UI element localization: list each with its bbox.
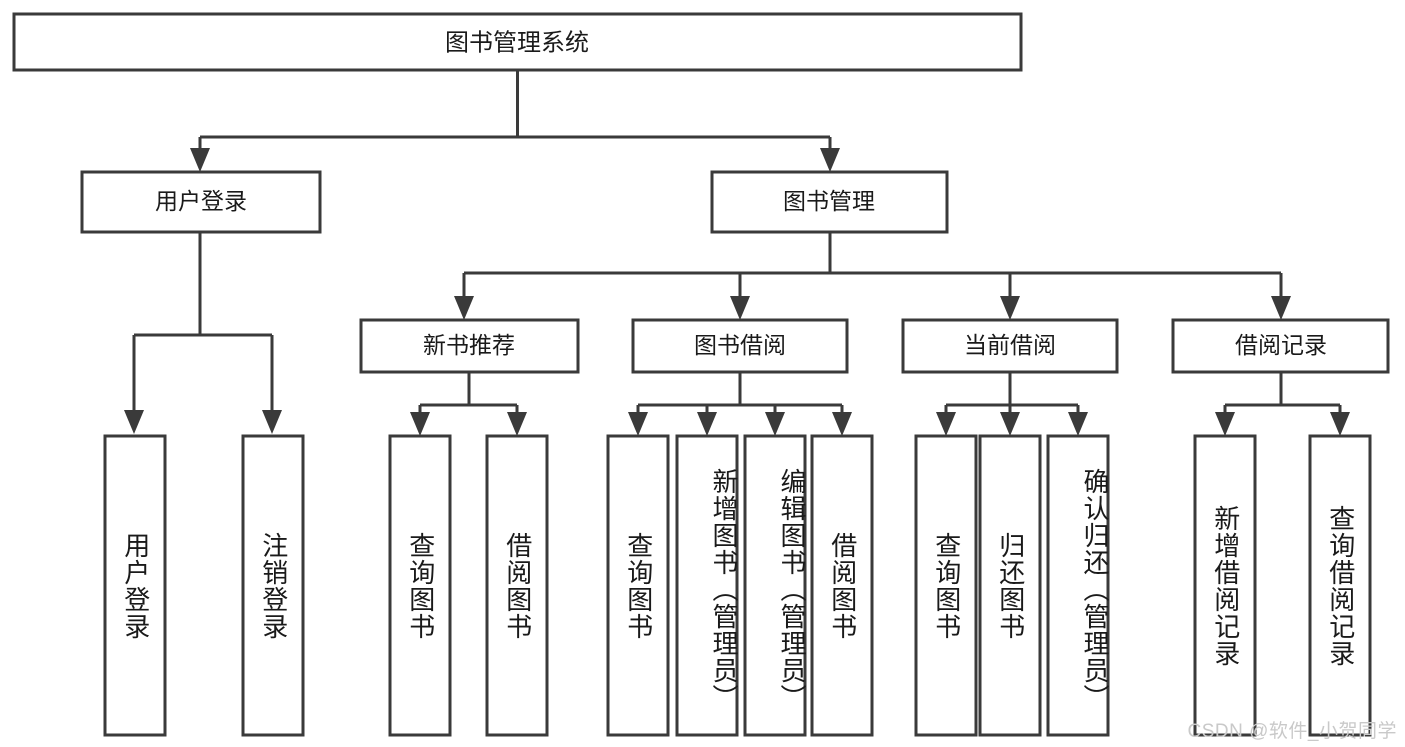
arrow-head-book-mgmt [820,148,840,172]
leaf-box-nb-borrow-book[interactable] [485,434,549,737]
node-book-borrow-box[interactable] [631,318,849,374]
arrow-head-bb-edit [765,412,785,436]
leaf-box-cb-query-book[interactable] [914,434,978,737]
node-current-borrow-box[interactable] [901,318,1119,374]
node-current-borrow[interactable]: 当前借阅 [901,318,1119,374]
arrow-head-borrow-record [1271,296,1291,320]
node-book-management-label: 图书管理 [783,188,875,214]
node-user-login-box[interactable] [80,170,322,234]
leaf-box-cb-return-book[interactable] [978,434,1042,737]
node-book-borrow-label: 图书借阅 [694,332,786,358]
leaf-box-br-add-record[interactable] [1193,434,1257,737]
arrow-head-cur-confirm [1068,412,1088,436]
leaf-box-bb-edit-book[interactable] [743,434,807,737]
node-new-book-recommend-box[interactable] [359,318,580,374]
arrow-head-bb-borrow [832,412,852,436]
arrow-head-newbook-query [410,412,430,436]
node-current-borrow-label: 当前借阅 [964,332,1056,358]
node-borrow-record[interactable]: 借阅记录 [1171,318,1390,374]
node-book-management[interactable]: 图书管理 [710,170,949,234]
arrow-head-newbook-borrow [507,412,527,436]
arrow-head-cur-return [1000,412,1020,436]
node-root[interactable]: 图书管理系统 [12,12,1023,72]
leaf-box-br-query-record[interactable] [1308,434,1372,737]
arrow-head-leaf-logout [262,410,282,434]
node-book-management-box[interactable] [710,170,949,234]
arrow-head-bb-query [628,412,648,436]
node-user-login-label: 用户登录 [155,188,247,214]
node-user-login[interactable]: 用户登录 [80,170,322,234]
arrow-head-bb-add [697,412,717,436]
node-new-book-recommend-label: 新书推荐 [423,332,515,358]
node-root-box[interactable] [12,12,1023,72]
arrow-head-user-login [190,148,210,172]
leaf-box-bb-query-book[interactable] [606,434,670,737]
leaf-box-group [103,434,1372,737]
arrow-head-leaf-user-login [124,410,144,434]
node-borrow-record-box[interactable] [1171,318,1390,374]
arrow-head-new-book-rec [454,296,474,320]
arrow-head-current-borrow [1000,296,1020,320]
leaf-box-cb-confirm-return[interactable] [1046,434,1110,737]
leaf-box-bb-add-book[interactable] [675,434,739,737]
leaf-box-logout[interactable] [241,434,305,737]
node-root-label: 图书管理系统 [445,29,589,56]
leaf-box-bb-borrow-book[interactable] [810,434,874,737]
arrow-head-book-borrow [730,296,750,320]
node-new-book-recommend[interactable]: 新书推荐 [359,318,580,374]
leaf-box-user-login[interactable] [103,434,167,737]
leaf-box-nb-query-book[interactable] [388,434,452,737]
node-book-borrow[interactable]: 图书借阅 [631,318,849,374]
arrow-head-rec-query [1330,412,1350,436]
arrow-head-cur-query [936,412,956,436]
connector-group [124,70,1350,436]
arrow-head-rec-add [1215,412,1235,436]
csdn-watermark: CSDN @软件_小贺同学 [1187,721,1397,742]
node-borrow-record-label: 借阅记录 [1235,332,1327,358]
